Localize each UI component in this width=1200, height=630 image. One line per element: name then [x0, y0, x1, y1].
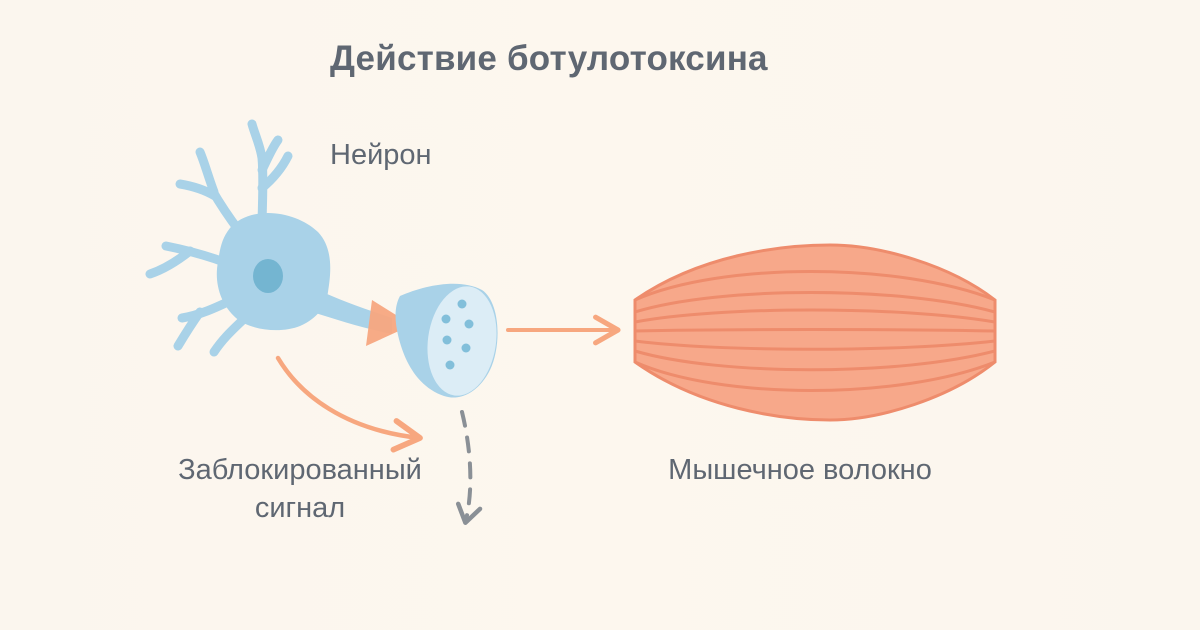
- synaptic-terminal-icon: [395, 283, 498, 398]
- blocked-signal-arrow: [275, 355, 423, 453]
- signal-arrowhead: [366, 300, 412, 346]
- terminal-membrane: [427, 286, 497, 396]
- muscle-line: [635, 349, 995, 372]
- muscle-body: [635, 245, 995, 420]
- muscle-fiber-label: Мышечное волокно: [668, 454, 932, 486]
- muscle-fiber-icon: [633, 243, 997, 422]
- neuron-nucleus: [253, 259, 283, 293]
- muscle-line: [635, 270, 995, 302]
- muscle-line: [635, 360, 995, 392]
- synaptic-vesicles: [441, 299, 474, 370]
- vesicle: [461, 343, 471, 353]
- muscle-line: [635, 308, 995, 324]
- blocked-signal-label: Заблокированный сигнал: [178, 454, 422, 524]
- muscle-striations: [635, 270, 995, 392]
- muscle-line: [635, 339, 995, 351]
- neuron-label: Нейрон: [330, 139, 432, 171]
- vesicle: [442, 335, 452, 345]
- blocked-release-arrow: [455, 410, 483, 525]
- vesicle: [441, 314, 451, 324]
- vesicle: [464, 319, 474, 329]
- muscle-line: [635, 328, 995, 333]
- page-title: Действие ботулотоксина: [330, 39, 768, 78]
- muscle-outline: [633, 243, 997, 422]
- vesicle: [445, 360, 455, 370]
- vesicle: [457, 299, 467, 309]
- muscle-line: [635, 291, 995, 314]
